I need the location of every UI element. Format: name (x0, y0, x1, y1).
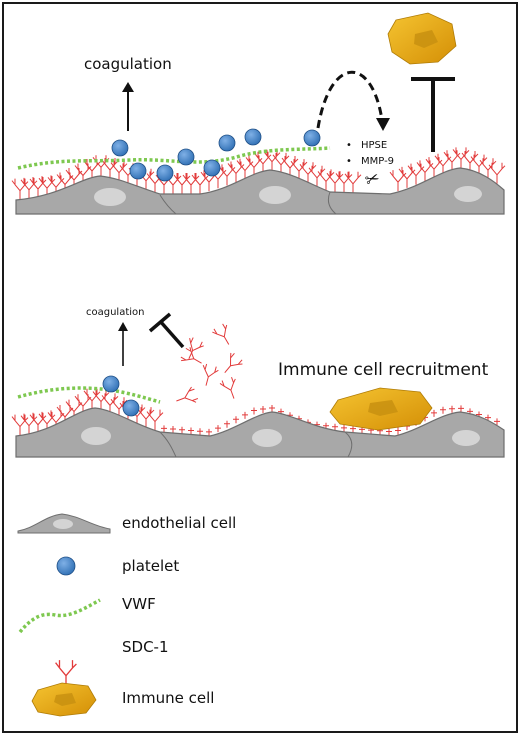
endothelium-top (15, 167, 505, 215)
platelet (122, 399, 140, 417)
coagulation-arrow-top (122, 82, 134, 131)
platelet (218, 134, 236, 152)
platelet (244, 128, 262, 146)
coagulation-label-middle: coagulation (86, 307, 145, 318)
coagulation-label-top: coagulation (84, 55, 172, 73)
legend: endothelial cell platelet VWF SDC-1 Immu… (17, 513, 236, 717)
enzyme-hpse: HPSE (361, 140, 387, 151)
nucleus (252, 429, 282, 447)
immune-cell-icon (31, 682, 97, 717)
vwf-strand (17, 386, 161, 404)
platelet (156, 164, 174, 182)
dashed-cleavage-arrow (316, 70, 390, 131)
platelet (303, 129, 321, 147)
legend-label: endothelial cell (122, 514, 236, 532)
legend-label: platelet (122, 557, 179, 575)
legend-label: SDC-1 (122, 638, 169, 656)
immune-cell-middle (329, 387, 433, 431)
legend-label: VWF (122, 595, 156, 613)
legend-item-immune: Immune cell (31, 682, 214, 717)
platelet (102, 375, 120, 393)
immune-cell-top (387, 12, 457, 65)
legend-item-platelet: platelet (56, 556, 179, 576)
nucleus (81, 427, 111, 445)
scissors-icon: ✂ (362, 168, 382, 192)
nucleus (454, 186, 482, 202)
vwf-icon (18, 598, 101, 634)
legend-item-vwf: VWF (18, 595, 156, 634)
inhibition-bar-middle (148, 312, 185, 349)
platelet (111, 139, 129, 157)
legend-item-endothelial: endothelial cell (17, 513, 236, 534)
panel-middle: coagulation Immune cell recruitment (11, 307, 505, 458)
bullet: • (346, 140, 352, 151)
nucleus (259, 186, 291, 204)
panel-top: coagulation • HPSE • MMP-9 ✂ (11, 12, 506, 215)
legend-item-sdc1: SDC-1 (54, 638, 169, 689)
platelet-icon (56, 556, 76, 576)
coagulation-arrow-middle (118, 322, 128, 366)
inhibition-bar-top (411, 77, 455, 152)
endothelial-cell-layer (15, 167, 505, 215)
platelet (177, 148, 195, 166)
platelet (203, 159, 221, 177)
enzyme-mmp9: MMP-9 (361, 156, 394, 167)
legend-label: Immune cell (122, 689, 214, 707)
nucleus (94, 188, 126, 206)
bullet: • (346, 156, 352, 167)
platelets-top (111, 128, 321, 182)
immune-recruitment-label: Immune cell recruitment (278, 360, 489, 380)
nucleus (452, 430, 480, 446)
endothelium-middle (15, 407, 505, 458)
vwf-strand (17, 146, 331, 170)
platelet (129, 162, 147, 180)
